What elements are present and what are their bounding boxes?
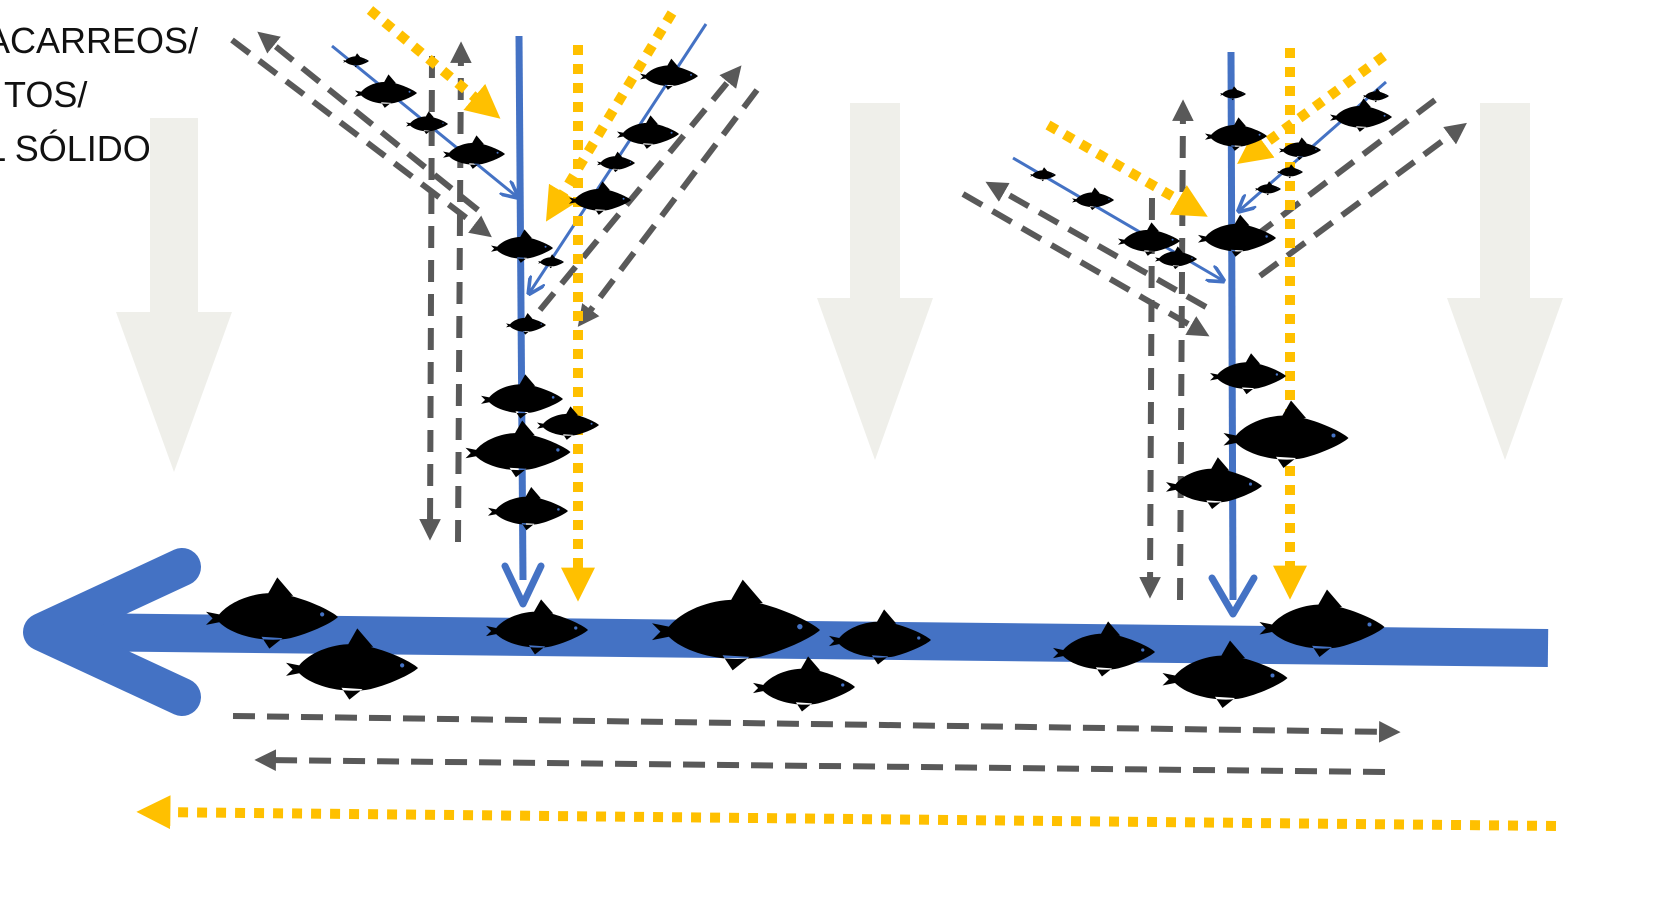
fish [753, 656, 855, 712]
landscape-arrow-1 [116, 118, 232, 472]
fish [597, 151, 635, 173]
fish [406, 111, 448, 135]
fish [1330, 98, 1392, 132]
legend-text: ACARREOS/TOS/L SÓLIDO [0, 14, 198, 176]
fish [443, 135, 505, 169]
fish [488, 487, 568, 531]
fish [640, 58, 698, 90]
fish [506, 313, 546, 335]
legend-line-1: ACARREOS/ [0, 20, 199, 61]
fish [1210, 353, 1286, 395]
fish [537, 406, 599, 440]
landscape-arrow-2 [817, 103, 933, 460]
fish [1072, 187, 1114, 211]
sediment-flows [230, 31, 1467, 775]
fish [355, 74, 417, 108]
legend-line-3: L SÓLIDO [0, 128, 151, 169]
landscape-arrows [116, 103, 1563, 472]
legend-line-2: TOS/ [4, 74, 88, 115]
fish [1198, 214, 1276, 257]
landscape-arrow-3 [1447, 103, 1563, 460]
fish [1166, 457, 1262, 510]
fish [538, 254, 564, 269]
nutrient-flows [136, 6, 1557, 831]
fish [1223, 400, 1349, 468]
